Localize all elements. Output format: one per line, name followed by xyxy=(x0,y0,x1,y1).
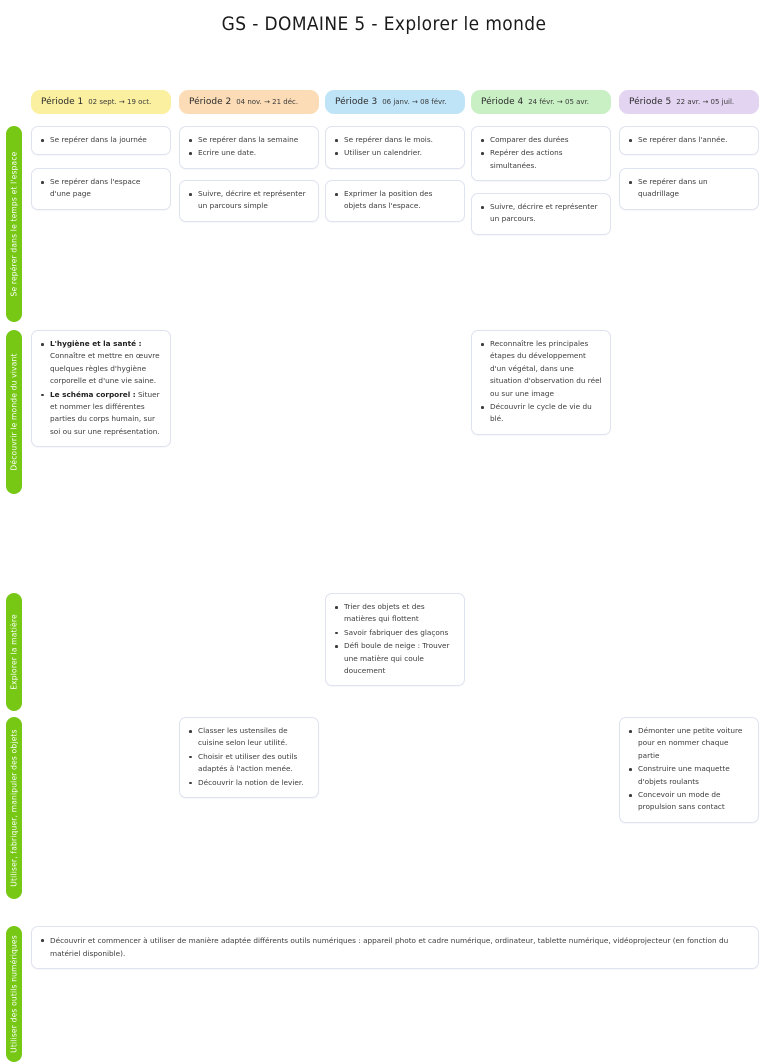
objective-item: Exprimer la position des objets dans l'e… xyxy=(333,188,456,213)
row-label-text: Découvrir le monde du vivant xyxy=(9,353,19,471)
period-dates: 24 févr. → 05 avr. xyxy=(528,98,590,106)
objective-item: L'hygiène et la santé : Connaître et met… xyxy=(39,338,162,388)
objective-card[interactable]: Se repérer dans la journée xyxy=(31,126,171,156)
objective-card[interactable]: Se repérer dans l'espace d'une page xyxy=(31,168,171,210)
period-name: Période 2 xyxy=(189,97,232,107)
objective-item: Savoir fabriquer des glaçons xyxy=(333,627,456,639)
period-dates: 22 avr. → 05 juil. xyxy=(676,98,735,106)
column-header-period-3: Période 3 06 janv. → 08 févr. xyxy=(325,90,465,114)
objective-item: Ecrire une date. xyxy=(187,147,310,159)
row-label-temps-espace: Se repérer dans le temps et l'espace xyxy=(6,126,22,322)
objective-item: Classer les ustensiles de cuisine selon … xyxy=(187,725,310,750)
objective-card[interactable]: Exprimer la position des objets dans l'e… xyxy=(325,180,465,222)
objective-card[interactable]: Reconnaître les principales étapes du dé… xyxy=(471,330,611,435)
objective-card[interactable]: Classer les ustensiles de cuisine selon … xyxy=(179,717,319,799)
objective-card[interactable]: Démonter une petite voiture pour en nomm… xyxy=(619,717,759,823)
objective-card[interactable]: Se repérer dans l'année. xyxy=(619,126,759,156)
objective-card[interactable]: L'hygiène et la santé : Connaître et met… xyxy=(31,330,171,448)
column-header-period-5: Période 5 22 avr. → 05 juil. xyxy=(619,90,759,114)
period-name: Période 3 xyxy=(335,97,378,107)
objective-item: Suivre, décrire et représenter un parcou… xyxy=(479,201,602,226)
objective-card[interactable]: Suivre, décrire et représenter un parcou… xyxy=(179,180,319,222)
objective-term: Le schéma corporel : xyxy=(50,389,136,399)
objective-item: Découvrir et commencer à utiliser de man… xyxy=(39,934,750,960)
objective-item: Découvrir la notion de levier. xyxy=(187,777,310,789)
objective-card[interactable]: Se repérer dans un quadrillage xyxy=(619,168,759,210)
objective-item: Se repérer dans la journée xyxy=(39,134,162,146)
row-label-outils-numeriques: Utiliser des outils numériques xyxy=(6,926,22,1062)
row-label-monde-vivant: Découvrir le monde du vivant xyxy=(6,330,22,494)
objective-item: Repérer des actions simultanées. xyxy=(479,147,602,172)
objective-card[interactable]: Découvrir et commencer à utiliser de man… xyxy=(31,926,759,969)
objective-item: Découvrir le cycle de vie du blé. xyxy=(479,401,602,426)
objective-text: Situer et nommer les différentes parties… xyxy=(50,389,160,436)
objective-item: Trier des objets et des matières qui flo… xyxy=(333,601,456,626)
column-header-period-1: Période 1 02 sept. → 19 oct. xyxy=(31,90,171,114)
objective-item: Se repérer dans le mois. xyxy=(333,134,456,146)
row-label-text: Se repérer dans le temps et l'espace xyxy=(9,151,19,297)
period-dates: 02 sept. → 19 oct. xyxy=(88,98,152,106)
objective-item: Défi boule de neige : Trouver une matièr… xyxy=(333,640,456,677)
objective-item: Se repérer dans la semaine xyxy=(187,134,310,146)
column-header-period-4: Période 4 24 févr. → 05 avr. xyxy=(471,90,611,114)
objective-item: Suivre, décrire et représenter un parcou… xyxy=(187,188,310,213)
objective-card[interactable]: Suivre, décrire et représenter un parcou… xyxy=(471,193,611,235)
objective-item: Le schéma corporel : Situer et nommer le… xyxy=(39,389,162,439)
row-label-text: Utiliser des outils numériques xyxy=(9,935,19,1053)
period-dates: 06 janv. → 08 févr. xyxy=(382,98,447,106)
objective-item: Construire une maquette d'objets roulant… xyxy=(627,763,750,788)
row-label-text: Utiliser, fabriquer, manipuler des objet… xyxy=(9,729,19,887)
objective-item: Reconnaître les principales étapes du dé… xyxy=(479,338,602,400)
objective-item: Utiliser un calendrier. xyxy=(333,147,456,159)
objective-item: Concevoir un mode de propulsion sans con… xyxy=(627,789,750,814)
column-header-period-2: Période 2 04 nov. → 21 déc. xyxy=(179,90,319,114)
row-label-text: Explorer la matière xyxy=(9,614,19,690)
objective-item: Se repérer dans l'année. xyxy=(627,134,750,146)
objective-card[interactable]: Comparer des durées Repérer des actions … xyxy=(471,126,611,182)
page-title: GS - DOMAINE 5 - Explorer le monde xyxy=(221,13,547,36)
objective-item: Se repérer dans l'espace d'une page xyxy=(39,176,162,201)
objective-item: Se repérer dans un quadrillage xyxy=(627,176,750,201)
row-label-explorer-matiere: Explorer la matière xyxy=(6,593,22,711)
objective-item: Démonter une petite voiture pour en nomm… xyxy=(627,725,750,762)
period-name: Période 5 xyxy=(629,97,672,107)
objective-card[interactable]: Se repérer dans le mois. Utiliser un cal… xyxy=(325,126,465,169)
objective-term: L'hygiène et la santé : xyxy=(50,339,142,348)
period-dates: 04 nov. → 21 déc. xyxy=(236,98,299,106)
objective-item: Choisir et utiliser des outils adaptés à… xyxy=(187,751,310,776)
objective-card[interactable]: Se repérer dans la semaine Ecrire une da… xyxy=(179,126,319,169)
objective-card[interactable]: Trier des objets et des matières qui flo… xyxy=(325,593,465,687)
period-name: Période 4 xyxy=(481,97,524,107)
row-label-fabriquer-objets: Utiliser, fabriquer, manipuler des objet… xyxy=(6,717,22,899)
objective-text: Connaître et mettre en œuvre quelques rè… xyxy=(50,351,160,386)
objective-item: Comparer des durées xyxy=(479,134,602,146)
period-name: Période 1 xyxy=(41,97,84,107)
